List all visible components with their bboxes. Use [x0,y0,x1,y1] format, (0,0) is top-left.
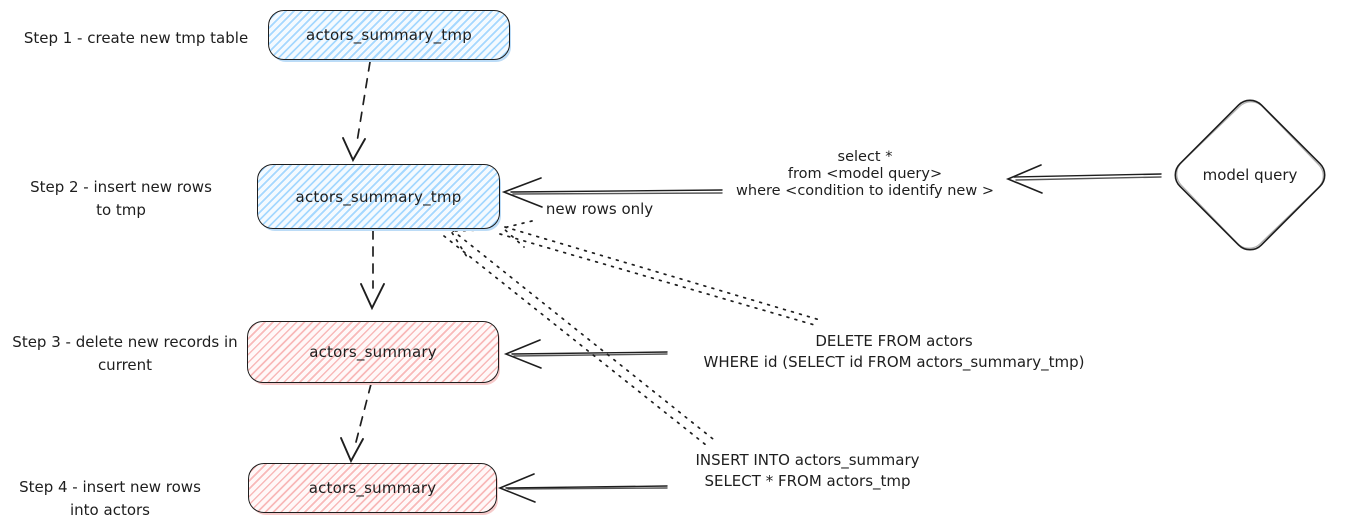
step4-label: Step 4 - insert new rows into actors [8,476,212,522]
insert-sql-line2: SELECT * FROM actors_tmp [704,472,911,490]
select-sql-line3: where <condition to identify new > [736,183,994,199]
node-step4-actors-summary: actors_summary [248,463,497,513]
dotted-arrow-insert-sql-to-tmp [443,229,714,446]
node-step1-label: actors_summary_tmp [306,26,472,44]
arrow-step3-to-step4 [340,383,372,464]
step4-label-line1: Step 4 - insert new rows [19,478,201,496]
arrow-insert-sql-to-actors-summary [497,473,668,503]
arrow-step2-to-step3 [360,229,385,311]
delete-sql-line1: DELETE FROM actors [815,332,973,350]
step2-label-line1: Step 2 - insert new rows [30,178,212,196]
arrow-select-sql-to-tmp-table [501,177,723,208]
arrow-delete-sql-to-actors-summary [503,339,668,369]
step3-label-line2: current [97,356,153,374]
insert-sql-line1: INSERT INTO actors_summary [695,451,920,469]
delete-sql-annotation: DELETE FROM actors WHERE id (SELECT id F… [670,331,1118,373]
node-step1-actors-summary-tmp: actors_summary_tmp [268,10,510,60]
select-sql-annotation: select * from <model query> where <condi… [705,149,1025,200]
select-sql-line2: from <model query> [787,166,943,182]
step1-label: Step 1 - create new tmp table [8,27,264,50]
select-sql-line1: select * [837,149,893,165]
step3-label-line1: Step 3 - delete new records in [12,333,238,351]
step3-label: Step 3 - delete new records in current [2,331,248,377]
node-step3-label: actors_summary [309,343,437,361]
new-rows-only-label: new rows only [545,200,654,218]
node-step2-label: actors_summary_tmp [295,187,462,206]
node-step3-actors-summary: actors_summary [247,321,499,383]
arrow-step1-to-step2 [342,61,371,163]
arrow-diamond-to-select-sql [1005,164,1162,194]
node-step4-label: actors_summary [308,479,437,497]
model-query-diamond-shape [1174,99,1326,251]
dotted-arrow-delete-sql-to-tmp [499,220,821,327]
delete-sql-line2: WHERE id (SELECT id FROM actors_summary_… [703,353,1085,371]
model-query-diamond-label: model query [1202,166,1298,184]
node-step2-actors-summary-tmp: actors_summary_tmp [257,164,500,229]
step2-label: Step 2 - insert new rows to tmp [18,176,224,222]
step1-label-line1: Step 1 - create new tmp table [23,29,249,47]
insert-sql-annotation: INSERT INTO actors_summary SELECT * FROM… [675,450,940,492]
step2-label-line2: to tmp [96,201,146,219]
step4-label-line2: into actors [70,501,150,519]
